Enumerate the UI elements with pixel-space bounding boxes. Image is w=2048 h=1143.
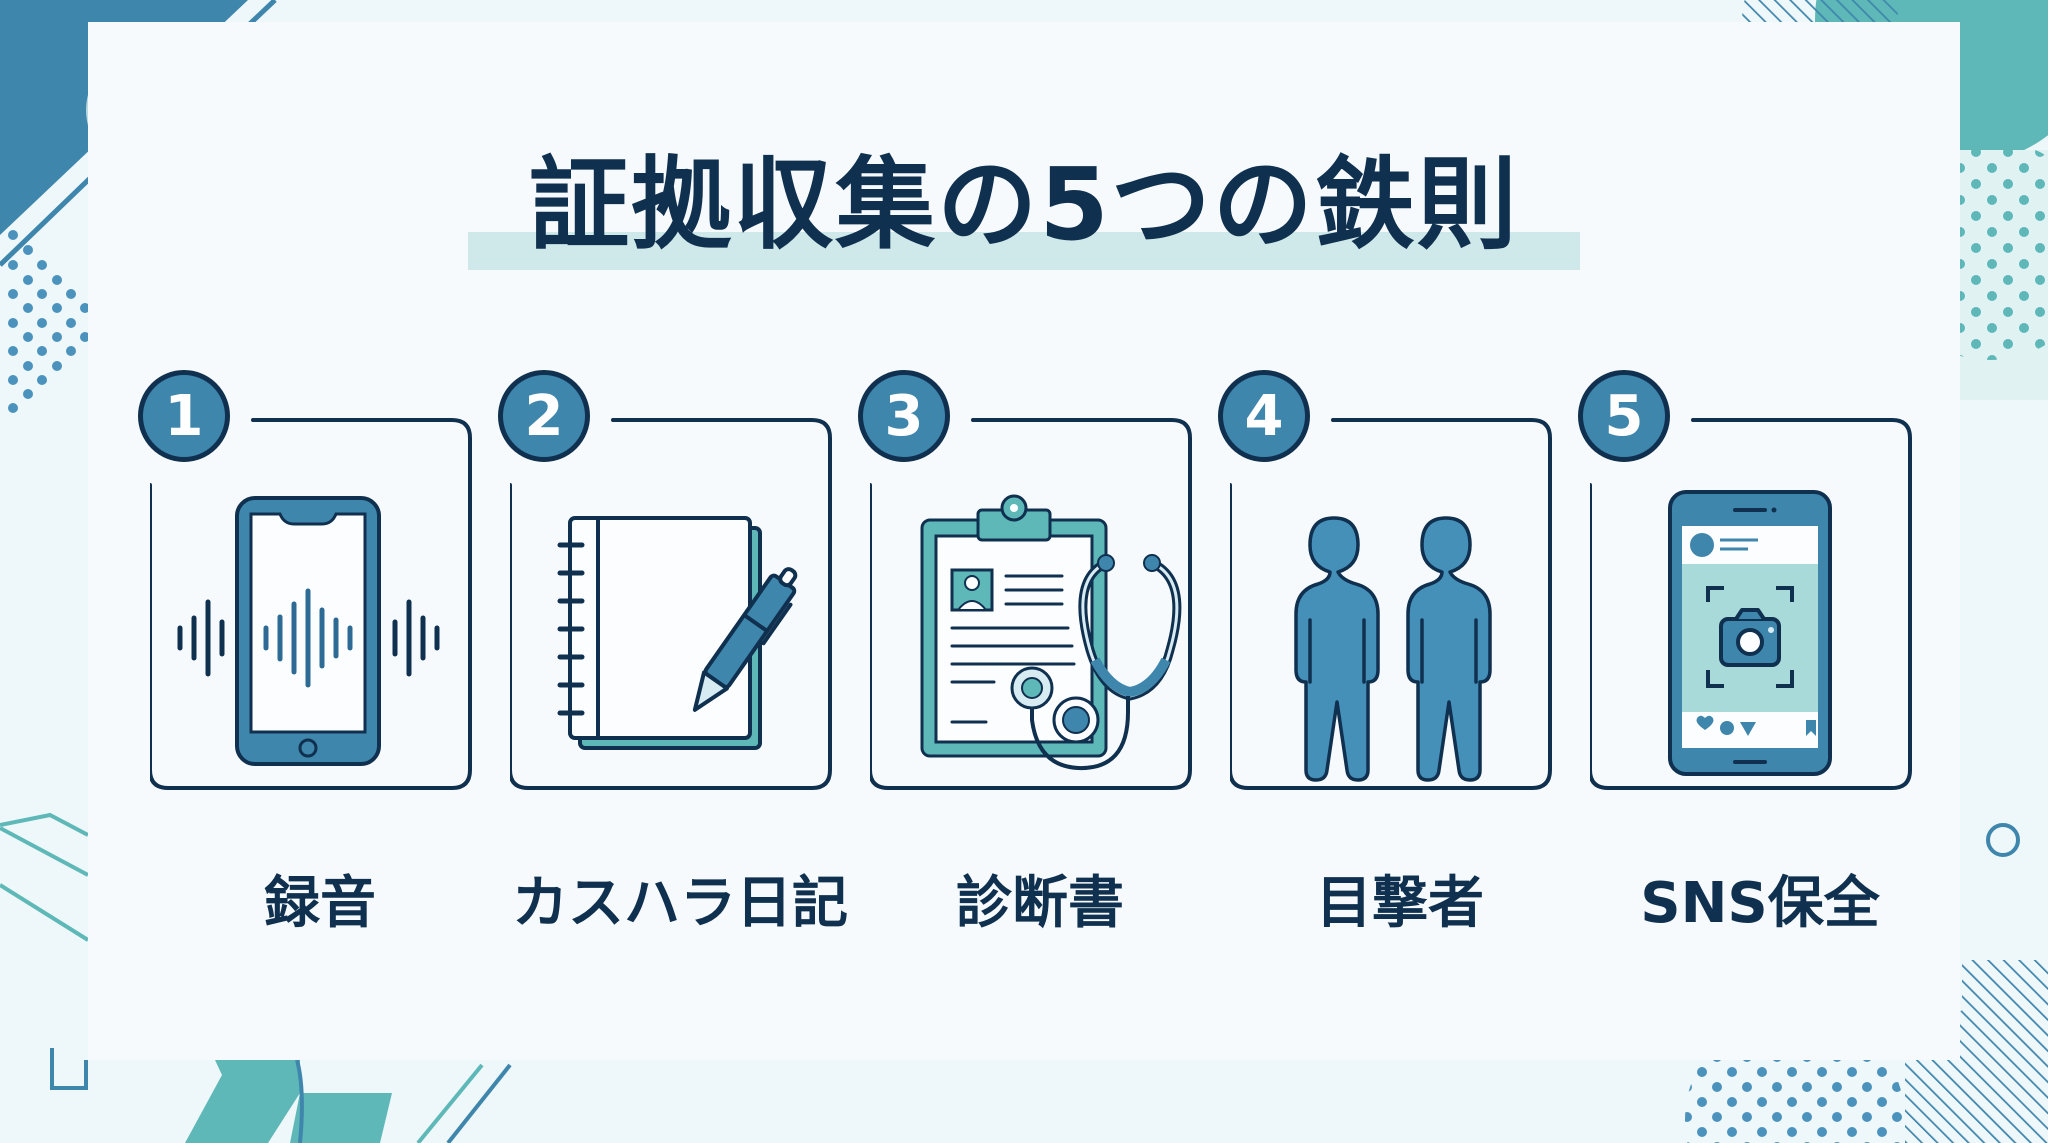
step-number-badge: 2	[498, 370, 590, 462]
page-title: 証拠収集の5つの鉄則	[529, 146, 1519, 263]
step-label: カスハラ日記	[512, 871, 848, 936]
card-frame	[870, 418, 1192, 790]
step-label: 録音	[264, 871, 376, 936]
card-frame	[1230, 418, 1552, 790]
smartphone-sound-wave-icon	[177, 496, 440, 766]
clipboard-stethoscope-icon	[920, 494, 1182, 771]
notebook-pen-icon	[557, 516, 798, 750]
card-frame	[1590, 418, 1912, 790]
step-label: 目撃者	[1316, 871, 1484, 936]
step-card-1: 1 録音	[138, 370, 490, 950]
card-frame	[150, 418, 472, 790]
step-card-4: 4 目撃者	[1218, 370, 1570, 950]
step-number-badge: 5	[1578, 370, 1670, 462]
two-people-icon	[1294, 516, 1492, 782]
step-card-3: 3 診断書	[858, 370, 1210, 950]
step-card-5: 5 SNS保全	[1578, 370, 1930, 950]
title-block: 証拠収集の5つの鉄則	[468, 140, 1580, 270]
card-frame	[510, 418, 832, 790]
title-highlight-bar	[468, 232, 1580, 270]
step-number-badge: 1	[138, 370, 230, 462]
step-label: SNS保全	[1640, 871, 1880, 936]
smartphone-camera-screenshot-icon	[1668, 490, 1832, 776]
step-number-badge: 4	[1218, 370, 1310, 462]
step-card-2: 2 カスハラ日記	[498, 370, 850, 950]
step-number-badge: 3	[858, 370, 950, 462]
step-label: 診断書	[956, 871, 1124, 936]
